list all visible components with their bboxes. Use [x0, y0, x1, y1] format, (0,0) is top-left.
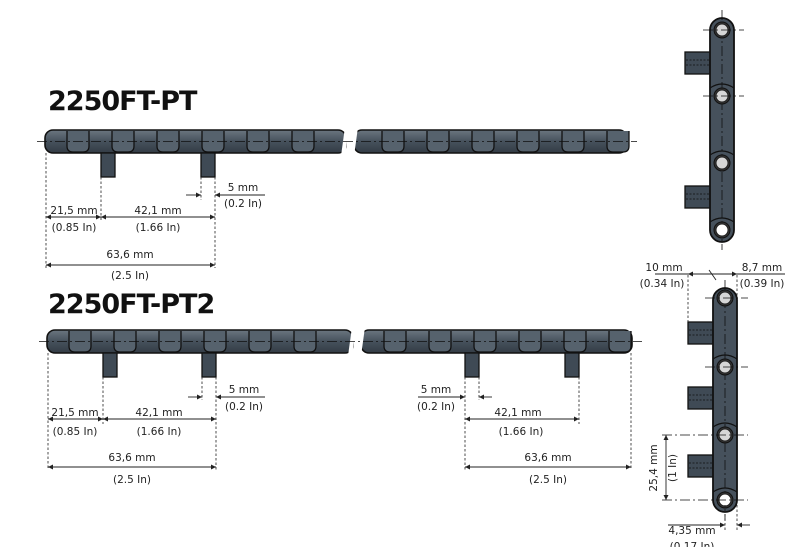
dim-text: (2.5 In) [529, 474, 567, 486]
arrowhead [197, 394, 202, 400]
attachment-lug [200, 152, 216, 178]
tick-mark [708, 269, 717, 281]
dim-text: 10 mm [645, 262, 682, 274]
dim-text: (0.34 In) [640, 278, 685, 290]
arrowhead [46, 262, 51, 268]
dim-text: (2.5 In) [113, 474, 151, 486]
arrowhead [196, 192, 201, 198]
arrowhead [479, 394, 484, 400]
dim-text: 25,4 mm [648, 444, 660, 491]
dim-text: 8,7 mm [742, 262, 783, 274]
dim-text: (1.66 In) [499, 426, 544, 438]
arrowhead [48, 416, 53, 422]
dim-text: 42,1 mm [134, 205, 181, 217]
link-joint [712, 354, 738, 360]
arrowhead [720, 522, 725, 528]
arrowhead [574, 416, 579, 422]
arrowhead [48, 464, 53, 470]
arrowhead [46, 214, 51, 220]
arrowhead [465, 416, 470, 422]
arrowhead [211, 464, 216, 470]
arrowhead [663, 435, 669, 440]
arrowhead [98, 416, 103, 422]
arrowhead [96, 214, 101, 220]
pin-icon [715, 223, 729, 237]
arrowhead [663, 495, 669, 500]
dim-text: 63,6 mm [524, 452, 571, 464]
attachment-lug [464, 352, 480, 378]
dim-text: (1 In) [667, 454, 679, 482]
dim-text: (2.5 In) [111, 270, 149, 282]
dim-text: (0.39 In) [740, 278, 785, 290]
attachment-lug [201, 352, 217, 378]
dim-text: 21,5 mm [50, 205, 97, 217]
dim-text: 21,5 mm [51, 407, 98, 419]
attachment-lug [102, 352, 118, 378]
side-lug [684, 185, 712, 209]
dim-text: (0.2 In) [224, 198, 262, 210]
side-view-pt [684, 10, 735, 250]
side-lug [687, 386, 715, 410]
dim-text: 63,6 mm [108, 452, 155, 464]
arrowhead [210, 214, 215, 220]
title-pt2: 2250FT-PT2 [48, 289, 214, 320]
arrowhead [460, 394, 465, 400]
link-joint [712, 422, 738, 428]
chain-pt2 [39, 326, 642, 378]
chain-pt [37, 126, 637, 178]
dim-text: 4,35 mm [668, 525, 715, 537]
pin-icon [715, 156, 729, 170]
side-lug [687, 454, 715, 478]
dim-text: 5 mm [229, 384, 259, 396]
arrowhead [688, 271, 693, 277]
dim-text: (0.85 In) [52, 222, 97, 234]
arrowhead [101, 214, 106, 220]
arrowhead [737, 522, 742, 528]
dim-text: (0.2 In) [417, 401, 455, 413]
attachment-lug [100, 152, 116, 178]
dim-text: 42,1 mm [135, 407, 182, 419]
arrowhead [626, 464, 631, 470]
dim-text: (1.66 In) [136, 222, 181, 234]
dim-text: (0.85 In) [53, 426, 98, 438]
arrowhead [732, 271, 737, 277]
arrowhead [210, 262, 215, 268]
dim-text: 5 mm [228, 182, 258, 194]
arrowhead [465, 464, 470, 470]
dim-text: (1.66 In) [137, 426, 182, 438]
link-joint [709, 217, 735, 223]
dim-text: 63,6 mm [106, 249, 153, 261]
dim-text: (0.17 In) [670, 541, 715, 547]
link-joint [709, 150, 735, 156]
arrowhead [103, 416, 108, 422]
arrowhead [211, 416, 216, 422]
side-lug [684, 51, 712, 75]
side-lug [687, 321, 715, 345]
attachment-lug [564, 352, 580, 378]
title-pt: 2250FT-PT [48, 86, 198, 117]
dim-text: (0.2 In) [225, 401, 263, 413]
dim-text: 42,1 mm [494, 407, 541, 419]
break-mark [350, 126, 358, 157]
link-joint [709, 83, 735, 89]
side-view-pt2 [687, 280, 738, 520]
dim-text: 5 mm [421, 384, 451, 396]
break-mark [357, 326, 365, 357]
link-joint [712, 487, 738, 493]
